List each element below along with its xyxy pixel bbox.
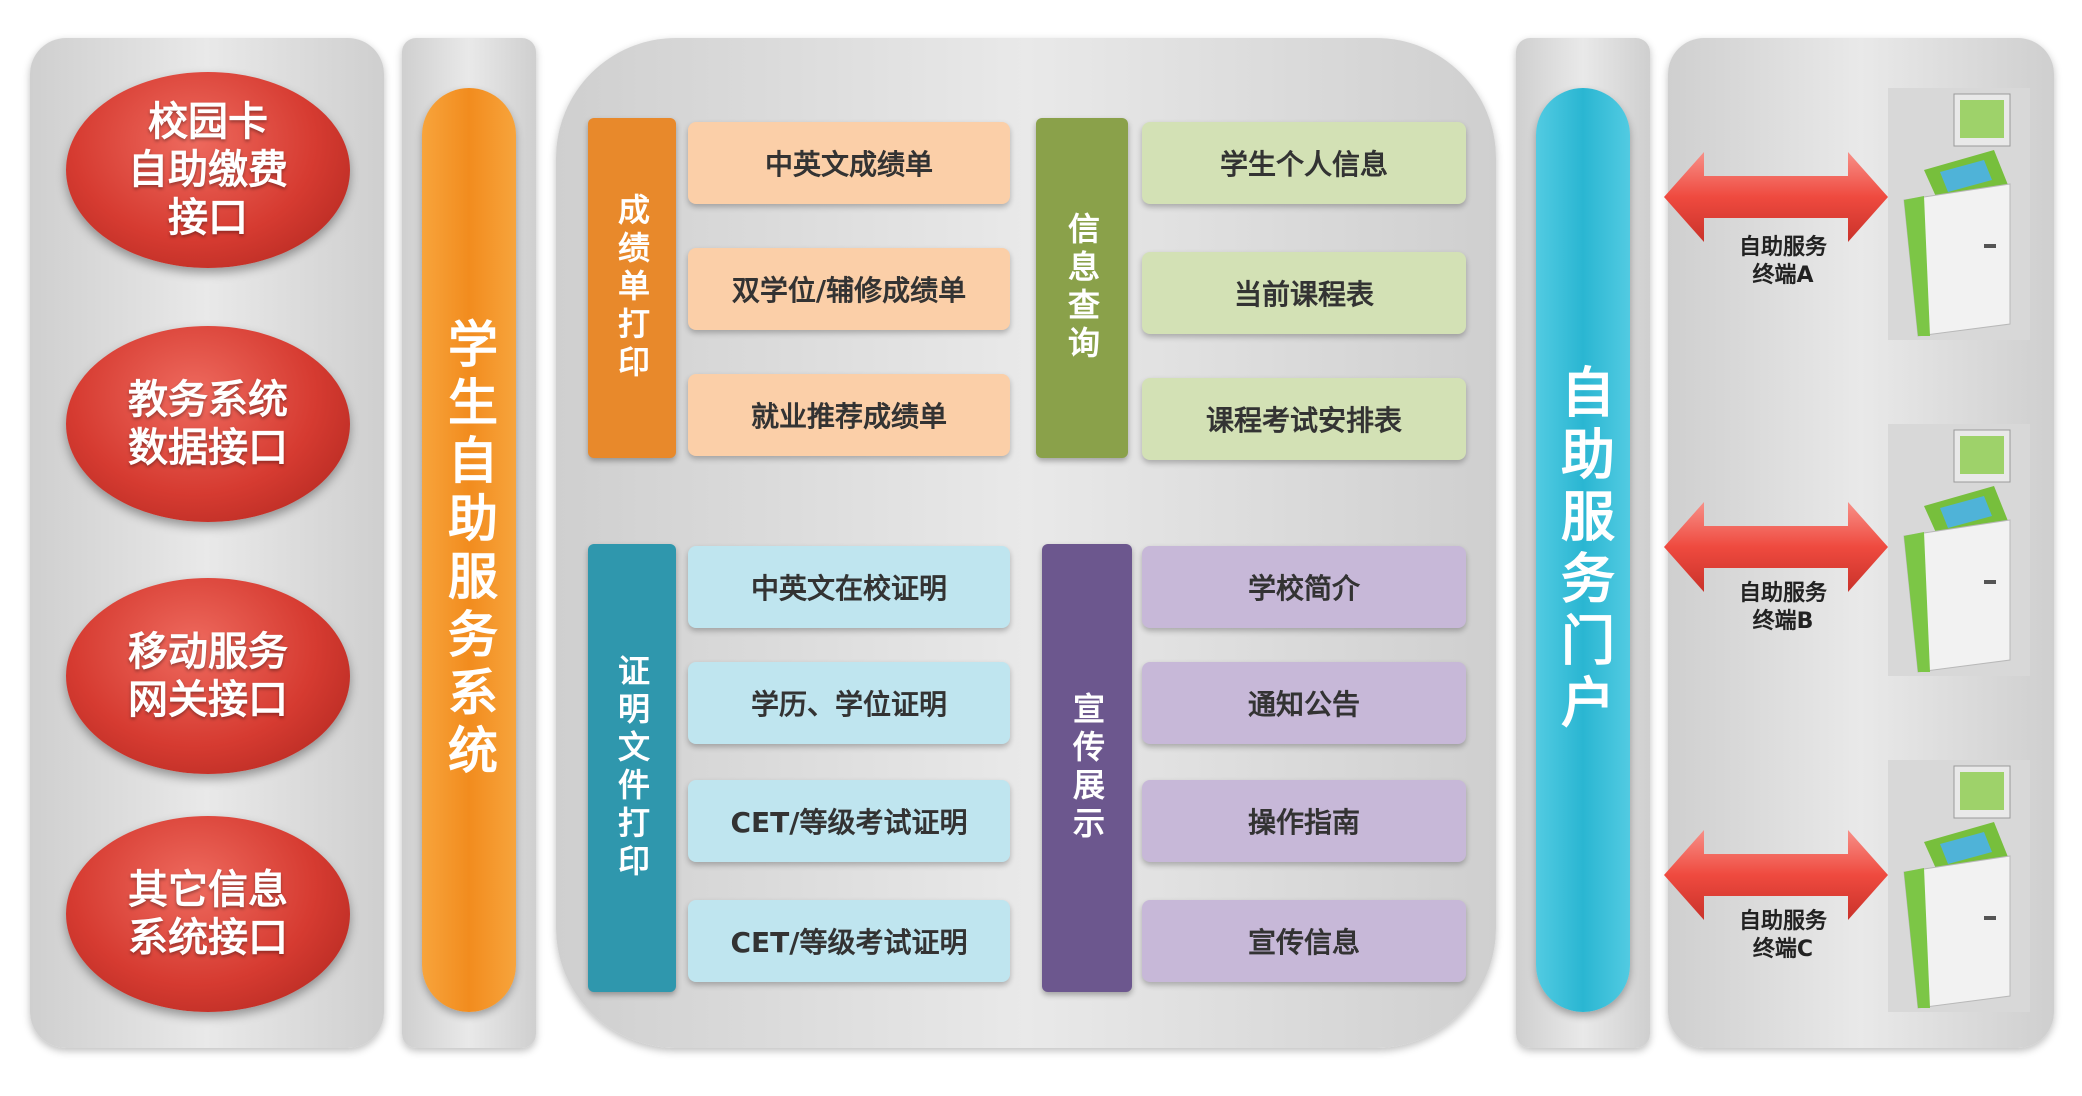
certificate-item-cet-2[interactable]: CET/等级考试证明 — [688, 900, 1010, 982]
certificate-item-enrollment[interactable]: 中英文在校证明 — [688, 546, 1010, 628]
campus-card-payment-interface: 校园卡 自助缴费 接口 — [66, 72, 350, 268]
certificate-print-category: 证明文件打印 — [588, 544, 676, 992]
terminal-b-label: 自助服务 终端B — [1738, 581, 1827, 634]
portal-title: 自助服务门户 — [1551, 364, 1615, 736]
transcript-item-cn-en[interactable]: 中英文成绩单 — [688, 122, 1010, 204]
info-query-category: 信息查询 — [1036, 118, 1128, 458]
transcript-print-category: 成绩单打印 — [588, 118, 676, 458]
self-service-portal: 自助服务门户 — [1536, 88, 1630, 1012]
function-panel — [556, 38, 1496, 1048]
certificate-item-cet-1[interactable]: CET/等级考试证明 — [688, 780, 1010, 862]
promo-item-publicity[interactable]: 宣传信息 — [1142, 900, 1466, 982]
mobile-service-gateway-interface: 移动服务 网关接口 — [66, 578, 350, 774]
kiosk-b-image — [1888, 424, 2030, 676]
certificate-item-degree[interactable]: 学历、学位证明 — [688, 662, 1010, 744]
double-arrow-icon — [1664, 152, 1888, 242]
info-item-exam-arrangement[interactable]: 课程考试安排表 — [1142, 378, 1466, 460]
academic-system-data-interface: 教务系统 数据接口 — [66, 326, 350, 522]
promo-item-school-intro[interactable]: 学校简介 — [1142, 546, 1466, 628]
double-arrow-icon — [1664, 830, 1888, 920]
other-info-system-interface: 其它信息 系统接口 — [66, 816, 350, 1012]
promo-item-guide[interactable]: 操作指南 — [1142, 780, 1466, 862]
double-arrow-icon — [1664, 502, 1888, 592]
terminal-a-label: 自助服务 终端A — [1738, 235, 1827, 288]
transcript-item-double-degree[interactable]: 双学位/辅修成绩单 — [688, 248, 1010, 330]
info-item-schedule[interactable]: 当前课程表 — [1142, 252, 1466, 334]
student-self-service-system: 学生自助服务系统 — [422, 88, 516, 1012]
terminal-c-label: 自助服务 终端C — [1738, 909, 1827, 962]
kiosk-c-image — [1888, 760, 2030, 1012]
kiosk-a-image — [1888, 88, 2030, 340]
info-item-personal[interactable]: 学生个人信息 — [1142, 122, 1466, 204]
promotion-display-category: 宣传展示 — [1042, 544, 1132, 992]
system-title: 学生自助服务系统 — [440, 318, 498, 782]
promo-item-notices[interactable]: 通知公告 — [1142, 662, 1466, 744]
transcript-item-employment[interactable]: 就业推荐成绩单 — [688, 374, 1010, 456]
